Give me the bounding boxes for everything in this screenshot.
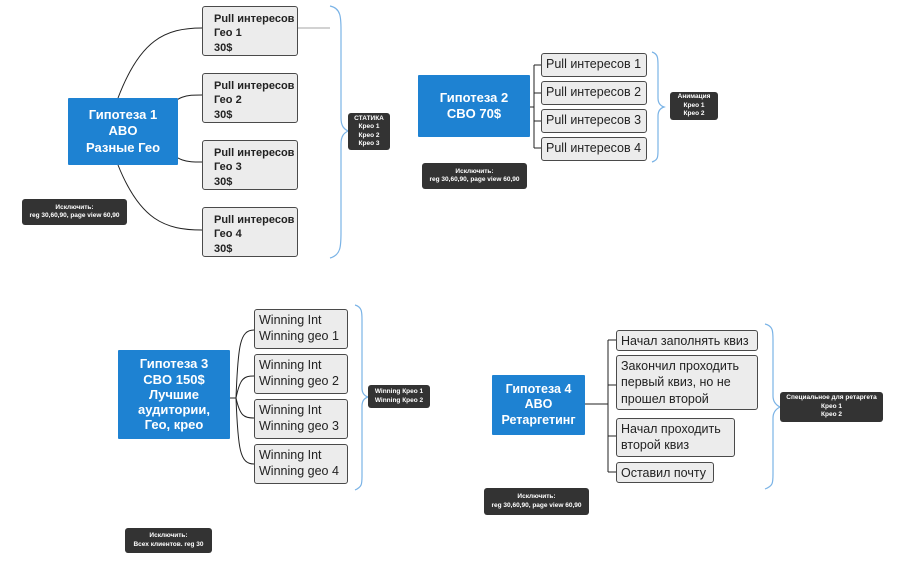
node-line: Winning geo 2: [259, 374, 339, 389]
node-line: Pull интересов 2: [546, 85, 642, 99]
node-line: прошел второй: [621, 391, 709, 406]
label-line: Крео 3: [358, 139, 380, 147]
label-line: Крео 2: [821, 411, 842, 419]
h3-node-2: Winning Int Winning geo 2: [254, 354, 348, 394]
node-line: Гео 2: [214, 94, 242, 107]
hypothesis-3-title: Гипотеза 3: [139, 356, 209, 372]
h4-creative-label: Специальное для ретаргета Крео 1 Крео 2: [780, 392, 883, 422]
label-line: Крео 1: [358, 123, 380, 131]
node-line: Winning Int: [259, 358, 322, 372]
label-line: Исключить:: [517, 493, 556, 501]
label-line: Исключить:: [55, 203, 94, 211]
label-line: Крео 1: [683, 101, 705, 109]
label-line: Winning Крео 1: [374, 388, 424, 396]
hypothesis-2-title: Гипотеза 2: [439, 89, 509, 105]
node-line: Pull интересов: [214, 80, 295, 92]
node-line: Winning geo 4: [259, 464, 339, 479]
node-line: Pull интересов 1: [546, 57, 642, 71]
label-line: reg 30,60,90, page view 60,90: [491, 501, 582, 509]
label-line: Исключить:: [149, 532, 188, 540]
node-line: Оставил почту: [621, 466, 706, 480]
h4-exclude-label: Исключить: reg 30,60,90, page view 60,90: [484, 488, 589, 515]
h3-node-1: Winning Int Winning geo 1: [254, 309, 348, 349]
hypothesis-4-type: ABO: [524, 397, 553, 412]
hypothesis-1-desc: Разные Гео: [85, 139, 161, 155]
label-line: Анимация: [677, 93, 711, 101]
node-line: Гео 1: [214, 27, 242, 40]
hypothesis-2-type: CBO 70$: [446, 106, 502, 121]
node-line: Winning Int: [259, 313, 322, 327]
node-line: Закончил проходить: [621, 359, 740, 373]
hypothesis-3-desc-3: Гео, крео: [144, 417, 204, 433]
h1-node-1: Pull интересов Гео 1 30$: [202, 6, 298, 56]
h3-node-3: Winning Int Winning geo 3: [254, 399, 348, 439]
h2-node-2: Pull интересов 2: [541, 81, 647, 105]
node-line: Pull интересов: [214, 13, 295, 25]
node-line: Pull интересов: [214, 147, 295, 159]
label-line: reg 30,60,90, page view 60,90: [429, 176, 520, 183]
h1-node-2: Pull интересов Гео 2 30$: [202, 73, 298, 123]
node-line: Winning geo 1: [259, 329, 339, 344]
h3-node-4: Winning Int Winning geo 4: [254, 444, 348, 484]
node-line: Начал заполнять квиз: [621, 334, 749, 348]
node-line: 30$: [214, 242, 233, 255]
node-line: Pull интересов 4: [546, 141, 642, 155]
node-line: Pull интересов: [214, 214, 295, 226]
h4-node-2: Закончил проходить первый квиз, но не пр…: [616, 355, 758, 410]
h4-node-3: Начал проходить второй квиз: [616, 418, 735, 457]
node-line: Winning geo 3: [259, 419, 339, 434]
node-line: 30$: [214, 108, 233, 121]
label-line: Крео 2: [358, 131, 380, 139]
label-line: СТАТИКА: [354, 114, 384, 122]
node-line: Начал проходить: [621, 422, 721, 436]
hypothesis-4-box: Гипотеза 4 ABO Ретаргетинг: [492, 375, 585, 435]
node-line: Гео 3: [214, 161, 242, 174]
hypothesis-1-title: Гипотеза 1: [88, 107, 158, 123]
h1-exclude-label: Исключить: reg 30,60,90, page view 60,90: [22, 199, 127, 225]
h2-node-4: Pull интересов 4: [541, 137, 647, 161]
hypothesis-3-box: Гипотеза 3 CBO 150$ Лучшие аудитории, Ге…: [118, 350, 230, 439]
h2-exclude-label: Исключить: reg 30,60,90, page view 60,90: [422, 163, 527, 189]
node-line: Winning Int: [259, 403, 322, 417]
node-line: 30$: [214, 175, 233, 188]
label-line: Крео 2: [683, 110, 705, 118]
hypothesis-3-type: CBO 150$: [143, 371, 205, 387]
hypothesis-3-desc-2: аудитории,: [137, 402, 211, 418]
node-line: второй квиз: [621, 438, 690, 453]
hypothesis-3-desc-1: Лучшие: [149, 386, 199, 402]
node-line: Гео 4: [214, 228, 242, 241]
h1-node-3: Pull интересов Гео 3 30$: [202, 140, 298, 190]
h2-node-3: Pull интересов 3: [541, 109, 647, 133]
h2-creative-label: Анимация Крео 1 Крео 2: [670, 92, 718, 120]
label-line: Крео 1: [821, 402, 842, 410]
node-line: Pull интересов 3: [546, 113, 642, 127]
label-line: reg 30,60,90, page view 60,90: [29, 212, 120, 219]
label-line: Всех клиентов. reg 30: [133, 540, 204, 548]
hypothesis-2-box: Гипотеза 2 CBO 70$: [418, 75, 530, 137]
h2-node-1: Pull интересов 1: [541, 53, 647, 77]
hypothesis-4-title: Гипотеза 4: [505, 381, 572, 396]
label-line: Исключить:: [455, 167, 494, 175]
h4-node-1: Начал заполнять квиз: [616, 330, 758, 351]
hypothesis-4-desc: Ретаргетинг: [501, 412, 576, 427]
h1-creative-label: СТАТИКА Крео 1 Крео 2 Крео 3: [348, 113, 390, 150]
label-line: Специальное для ретаргета: [786, 394, 877, 402]
h4-node-4: Оставил почту: [616, 462, 714, 483]
node-line: 30$: [214, 41, 233, 54]
h3-creative-label: Winning Крео 1 Winning Крео 2: [368, 385, 430, 408]
h3-exclude-label: Исключить: Всех клиентов. reg 30: [125, 528, 212, 553]
h1-node-4: Pull интересов Гео 4 30$: [202, 207, 298, 257]
node-line: первый квиз, но не: [621, 375, 731, 390]
node-line: Winning Int: [259, 448, 322, 462]
label-line: Winning Крео 2: [374, 396, 424, 404]
hypothesis-1-box: Гипотеза 1 ABO Разные Гео: [68, 98, 178, 165]
hypothesis-1-type: ABO: [108, 123, 138, 139]
